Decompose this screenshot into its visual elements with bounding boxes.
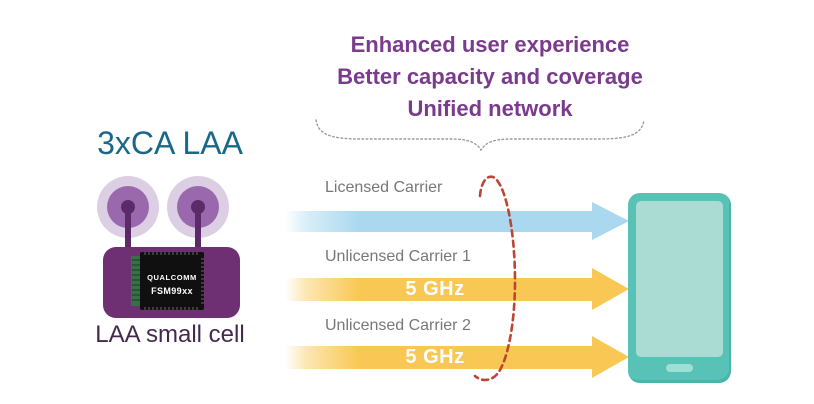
phone-home-button (666, 364, 693, 372)
small-cell-device-icon: QUALCOMM FSM99xx (97, 176, 240, 318)
band-label-unlicensed-1: 5 GHz (405, 278, 465, 300)
phone-screen (636, 201, 723, 357)
antenna-icon (97, 176, 159, 253)
carrier-arrowhead-unlicensed-1 (592, 268, 629, 310)
chip-model-label: FSM99xx (151, 286, 193, 296)
carrier-arrowhead-unlicensed-2 (592, 336, 629, 378)
carrier-label-unlicensed-2: Unlicensed Carrier 2 (325, 317, 471, 334)
antenna-icon (167, 176, 229, 253)
benefit-line-1: Enhanced user experience (350, 32, 630, 57)
carrier-label-unlicensed-1: Unlicensed Carrier 1 (325, 248, 471, 265)
carrier-label-licensed: Licensed Carrier (325, 179, 443, 196)
carrier-arrowhead-licensed (592, 202, 629, 240)
smartphone-icon (628, 193, 731, 383)
brace-icon (315, 119, 645, 152)
carrier-arrow-unlicensed-2 (285, 346, 592, 369)
chip-icon: QUALCOMM FSM99xx (131, 252, 204, 310)
cell-title: 3xCA LAA (97, 125, 243, 161)
benefit-line-3: Unified network (407, 96, 573, 121)
benefit-line-2: Better capacity and coverage (337, 64, 643, 89)
band-label-unlicensed-2: 5 GHz (405, 346, 465, 368)
carrier-arrow-licensed (285, 211, 592, 232)
aggregation-highlight-icon (473, 175, 517, 382)
benefits-headline: Enhanced user experience Better capacity… (300, 29, 680, 125)
cell-caption: LAA small cell (95, 321, 245, 348)
chip-brand-label: QUALCOMM (147, 273, 197, 282)
